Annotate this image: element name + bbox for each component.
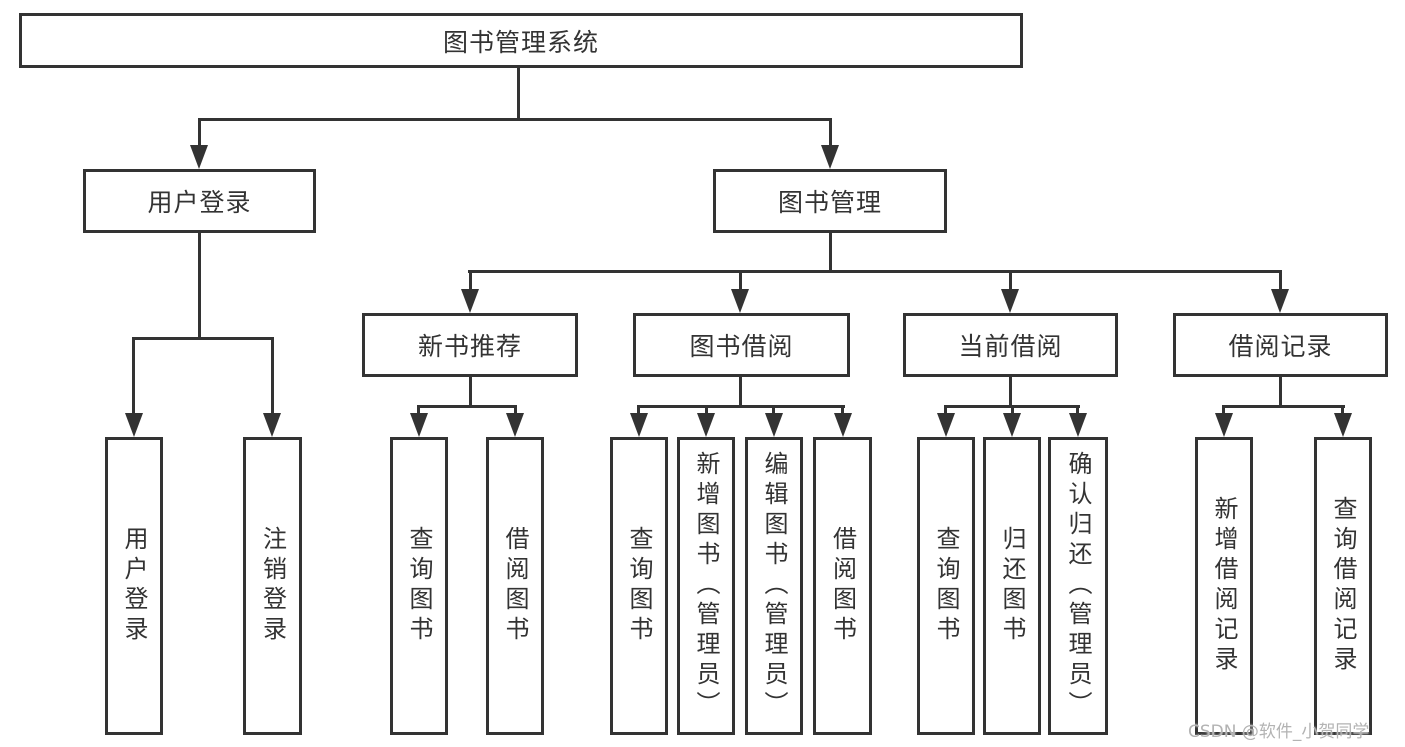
csdn-watermark: CSDN @软件_小贺同学 bbox=[1188, 722, 1370, 742]
node-library-system: 图书管理系统 bbox=[19, 13, 1023, 68]
arrow-down-icon bbox=[506, 413, 524, 437]
node-label: 图书借阅 bbox=[689, 332, 794, 361]
node-label: 图书管理系统 bbox=[442, 27, 599, 57]
arrow-down-icon bbox=[630, 413, 648, 437]
arrow-down-icon bbox=[190, 145, 208, 169]
connector-line bbox=[1011, 405, 1014, 417]
connector-line bbox=[1279, 377, 1282, 407]
leaf-label: 用户登录 bbox=[120, 526, 148, 646]
connector-line bbox=[514, 405, 517, 417]
connector-line bbox=[132, 337, 274, 340]
connector-line bbox=[198, 118, 832, 121]
arrow-down-icon bbox=[1334, 413, 1352, 437]
leaf-label: 确认归还（管理员） bbox=[1064, 451, 1092, 721]
connector-line bbox=[1076, 405, 1079, 417]
arrow-down-icon bbox=[765, 413, 783, 437]
arrow-down-icon bbox=[1003, 413, 1021, 437]
arrow-down-icon bbox=[410, 413, 428, 437]
node-label: 图书管理 bbox=[777, 188, 882, 217]
connector-line bbox=[469, 377, 472, 407]
connector-line bbox=[637, 405, 640, 417]
leaf-user-login: 用户登录 bbox=[105, 437, 163, 735]
arrow-down-icon bbox=[697, 413, 715, 437]
connector-line bbox=[1341, 405, 1344, 417]
connector-line bbox=[417, 405, 517, 408]
arrow-down-icon bbox=[821, 145, 839, 169]
node-book-borrowing: 图书借阅 bbox=[633, 313, 850, 377]
connector-line bbox=[1009, 377, 1012, 407]
connector-line bbox=[1222, 405, 1225, 417]
connector-line bbox=[739, 377, 742, 407]
node-label: 新书推荐 bbox=[417, 332, 522, 361]
connector-line bbox=[1009, 270, 1012, 292]
arrow-down-icon bbox=[1001, 289, 1019, 313]
leaf-return-books: 归还图书 bbox=[983, 437, 1041, 735]
connector-line bbox=[829, 233, 832, 273]
leaf-label: 查询借阅记录 bbox=[1329, 496, 1357, 676]
node-label: 借阅记录 bbox=[1228, 332, 1333, 361]
node-borrowing-records: 借阅记录 bbox=[1173, 313, 1388, 377]
connector-line bbox=[1279, 270, 1282, 292]
node-label: 用户登录 bbox=[147, 188, 252, 217]
connector-line bbox=[1222, 405, 1345, 408]
leaf-query-borrow-record: 查询借阅记录 bbox=[1314, 437, 1372, 735]
arrow-down-icon bbox=[1215, 413, 1233, 437]
connector-line bbox=[637, 405, 845, 408]
leaf-query-books-borrowing: 查询图书 bbox=[610, 437, 668, 735]
connector-line bbox=[841, 405, 844, 417]
connector-line bbox=[829, 118, 832, 148]
node-current-borrowing: 当前借阅 bbox=[903, 313, 1118, 377]
leaf-label: 查询图书 bbox=[932, 526, 960, 646]
arrow-down-icon bbox=[731, 289, 749, 313]
arrow-down-icon bbox=[1069, 413, 1087, 437]
connector-line bbox=[517, 68, 520, 118]
arrow-down-icon bbox=[1271, 289, 1289, 313]
leaf-label: 新增借阅记录 bbox=[1210, 496, 1238, 676]
connector-line bbox=[198, 233, 201, 340]
leaf-logout: 注销登录 bbox=[243, 437, 302, 735]
node-book-management: 图书管理 bbox=[713, 169, 947, 233]
arrow-down-icon bbox=[263, 413, 281, 437]
leaf-label: 新增图书（管理员） bbox=[692, 451, 720, 721]
leaf-borrow-books-recommend: 借阅图书 bbox=[486, 437, 544, 735]
leaf-add-book-admin: 新增图书（管理员） bbox=[677, 437, 735, 735]
connector-line bbox=[739, 270, 742, 292]
leaf-label: 注销登录 bbox=[258, 526, 287, 646]
leaf-label: 查询图书 bbox=[625, 526, 653, 646]
arrow-down-icon bbox=[834, 413, 852, 437]
leaf-query-books-current: 查询图书 bbox=[917, 437, 975, 735]
leaf-label: 编辑图书（管理员） bbox=[760, 451, 788, 721]
leaf-label: 查询图书 bbox=[405, 526, 433, 646]
leaf-label: 借阅图书 bbox=[828, 526, 857, 646]
leaf-query-books-recommend: 查询图书 bbox=[390, 437, 448, 735]
arrow-down-icon bbox=[461, 289, 479, 313]
connector-line bbox=[417, 405, 420, 417]
connector-line bbox=[705, 405, 708, 417]
leaf-borrow-books-borrowing: 借阅图书 bbox=[813, 437, 872, 735]
connector-line bbox=[469, 270, 472, 292]
connector-line bbox=[468, 270, 1282, 273]
arrow-down-icon bbox=[125, 413, 143, 437]
arrow-down-icon bbox=[937, 413, 955, 437]
node-new-book-recommendation: 新书推荐 bbox=[362, 313, 578, 377]
connector-line bbox=[772, 405, 775, 417]
leaf-confirm-return-admin: 确认归还（管理员） bbox=[1048, 437, 1108, 735]
connector-line bbox=[198, 118, 201, 148]
connector-line bbox=[132, 337, 135, 417]
connector-line bbox=[271, 337, 274, 417]
connector-line bbox=[944, 405, 947, 417]
leaf-label: 归还图书 bbox=[998, 526, 1026, 646]
node-label: 当前借阅 bbox=[958, 332, 1063, 361]
node-user-login: 用户登录 bbox=[83, 169, 316, 233]
leaf-add-borrow-record: 新增借阅记录 bbox=[1195, 437, 1253, 735]
leaf-label: 借阅图书 bbox=[501, 526, 529, 646]
leaf-edit-book-admin: 编辑图书（管理员） bbox=[745, 437, 803, 735]
